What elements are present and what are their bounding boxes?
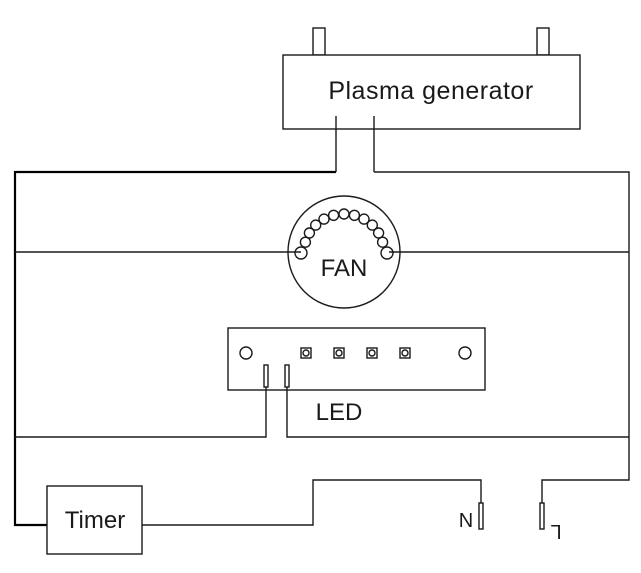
led-indicator [366, 347, 378, 359]
led-mount-hole-right [458, 346, 472, 360]
coil-turn [366, 219, 378, 231]
timer-label: Timer [65, 507, 125, 534]
led-indicator [399, 347, 411, 359]
led-indicator [300, 347, 312, 359]
coil-turn [303, 227, 316, 239]
fan: FAN [287, 195, 401, 309]
coil-turn [358, 213, 370, 225]
coil-turn [318, 213, 330, 225]
led-mount-hole-left [239, 346, 253, 360]
live-label: L [550, 520, 561, 542]
led-lens [401, 349, 409, 357]
plasma-tab-left [312, 27, 326, 56]
timer-box [46, 485, 143, 555]
live-terminal: L [539, 502, 562, 542]
neutral-label: N [459, 510, 473, 532]
timer: Timer [46, 485, 143, 555]
coil-turn [294, 246, 308, 260]
plasma-generator: Plasma generator [282, 27, 581, 172]
led-pin-1 [263, 364, 269, 388]
coil-turn [327, 209, 340, 222]
coil-turn [348, 209, 361, 222]
led-indicator [333, 347, 345, 359]
led-lens [368, 349, 376, 357]
led-lens [302, 349, 310, 357]
led-indicators [300, 347, 411, 359]
live-pin [539, 502, 545, 530]
wire-plasma-left-to-timer [13, 170, 336, 527]
neutral-pin [478, 502, 484, 530]
plasma-generator-box [282, 54, 581, 130]
plasma-tab-right [536, 27, 550, 56]
fan-housing [287, 195, 401, 309]
plasma-generator-label: Plasma generator [328, 77, 533, 105]
wire-led-right [286, 387, 629, 438]
wire-timer-to-neutral [142, 479, 482, 526]
led-lens [335, 349, 343, 357]
coil-turn [299, 236, 312, 248]
fan-coil [294, 208, 394, 260]
coil-turn [338, 208, 350, 220]
led-pin-2 [284, 364, 290, 388]
led-board: LED [227, 327, 486, 426]
wire-led-left [15, 387, 267, 438]
neutral-terminal: N [459, 502, 484, 532]
coil-turn [310, 219, 322, 231]
wire-plasma-right-to-live [374, 171, 630, 503]
fan-label: FAN [321, 255, 368, 282]
led-label: LED [316, 399, 363, 426]
coil-turn [376, 236, 389, 248]
coil-turn [380, 246, 394, 260]
led-board-box [227, 327, 486, 391]
coil-turn [372, 227, 385, 239]
